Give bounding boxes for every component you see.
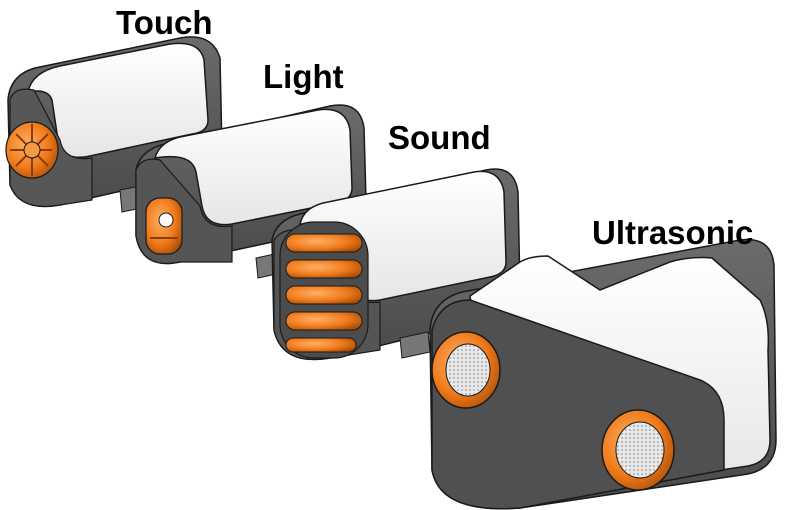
ultrasonic-left-transducer xyxy=(431,331,501,409)
light-label: Light xyxy=(263,58,344,95)
touch-button xyxy=(5,121,59,179)
ultrasonic-sensor-icon xyxy=(429,238,777,510)
touch-label: Touch xyxy=(116,4,213,41)
ultrasonic-label: Ultrasonic xyxy=(592,214,754,251)
light-sensor-icon xyxy=(135,104,367,279)
touch-sensor-icon xyxy=(5,36,223,213)
sound-label: Sound xyxy=(388,119,491,156)
light-lens xyxy=(145,197,183,255)
sound-grille xyxy=(279,221,369,359)
ultrasonic-right-transducer xyxy=(601,409,675,491)
